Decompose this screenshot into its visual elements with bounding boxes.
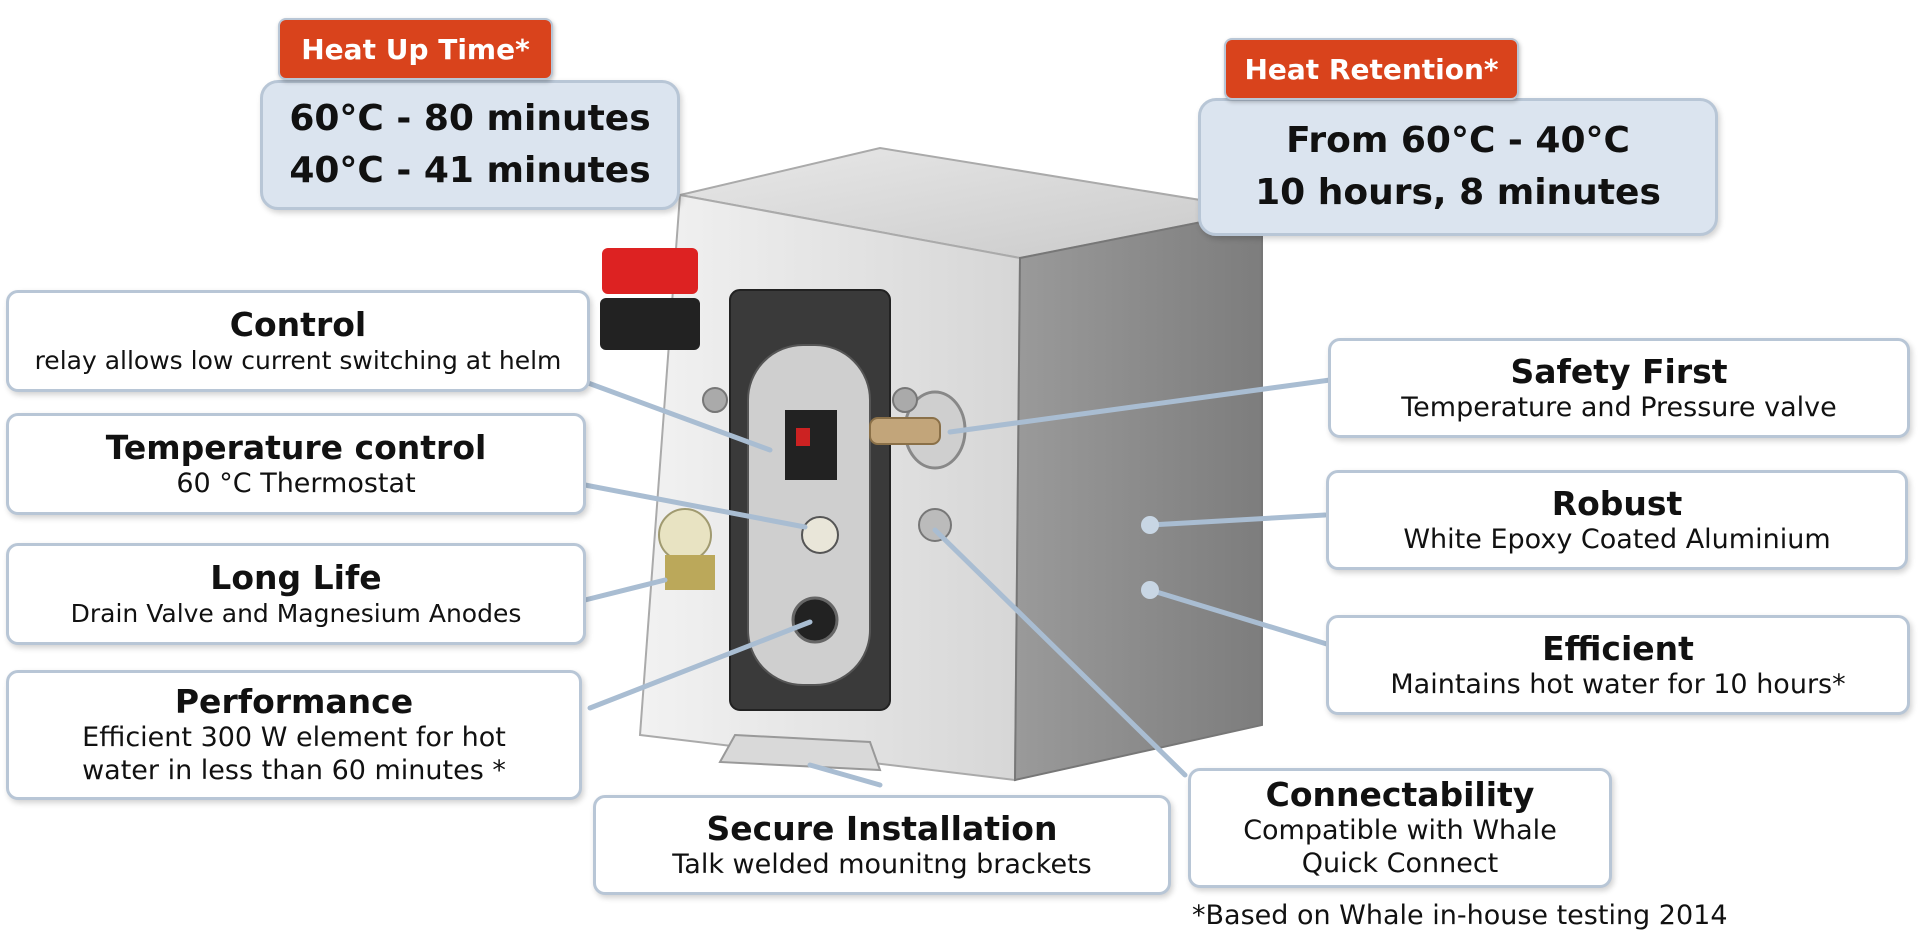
red-terminal (602, 248, 698, 294)
heat-up-line-2: 40°C - 41 minutes (289, 150, 651, 191)
leader-performance (587, 619, 813, 711)
heat-retention-tag: Heat Retention* (1224, 38, 1519, 100)
heat-retention-stat-box: From 60°C - 40°C 10 hours, 8 minutes (1198, 98, 1718, 236)
safety-valve-lever (869, 417, 941, 445)
safety-desc: Temperature and Pressure valve (1401, 391, 1837, 423)
port-right-upper (892, 387, 918, 413)
temperature-desc: 60 °C Thermostat (176, 467, 416, 499)
heater-side (1013, 208, 1263, 782)
relay-box (785, 410, 837, 480)
drain-valve (658, 508, 712, 562)
drain-valve-body (665, 555, 715, 590)
control-desc: relay allows low current switching at he… (34, 345, 562, 375)
control-title: Control (229, 304, 367, 344)
connect-title: Connectability (1265, 775, 1535, 814)
long-life-desc: Drain Valve and Magnesium Anodes (70, 598, 522, 628)
leader-lines (577, 377, 1333, 788)
leader-long-life (582, 577, 668, 603)
efficient-desc: Maintains hot water for 10 hours* (1390, 668, 1846, 700)
leader-robust (1147, 512, 1328, 528)
heat-retention-line-1: From 60°C - 40°C (1286, 120, 1630, 161)
heat-up-stat-box: 60°C - 80 minutes 40°C - 41 minutes (260, 80, 680, 210)
robust-desc: White Epoxy Coated Aluminium (1403, 523, 1831, 555)
callout-long-life: Long Life Drain Valve and Magnesium Anod… (6, 543, 586, 645)
heat-retention-line-2: 10 hours, 8 minutes (1255, 172, 1661, 213)
leader-temperature (582, 482, 808, 530)
leader-connect (932, 527, 1188, 778)
leader-control (577, 377, 773, 453)
connect-desc-2: Quick Connect (1301, 848, 1499, 879)
dot-efficient (1141, 581, 1159, 599)
efficient-title: Efficient (1542, 628, 1694, 668)
callout-temperature: Temperature control 60 °C Thermostat (6, 413, 586, 515)
callout-connectability: Connectability Compatible with Whale Qui… (1188, 768, 1612, 888)
callout-performance: Performance Efficient 300 W element for … (6, 670, 582, 800)
thermostat-knob (801, 516, 839, 554)
relay-indicator (796, 428, 810, 446)
callout-safety-first: Safety First Temperature and Pressure va… (1328, 338, 1910, 438)
port-left-upper (702, 387, 728, 413)
callout-efficient: Efficient Maintains hot water for 10 hou… (1326, 615, 1910, 715)
robust-title: Robust (1551, 483, 1683, 523)
port-connect (918, 508, 952, 542)
leader-safety (947, 377, 1333, 435)
callout-secure-installation: Secure Installation Talk welded mounitng… (593, 795, 1171, 895)
callout-robust: Robust White Epoxy Coated Aluminium (1326, 470, 1908, 570)
safety-title: Safety First (1510, 351, 1728, 391)
leader-dots (1141, 516, 1159, 599)
heat-up-tag: Heat Up Time* (278, 18, 553, 80)
leader-efficient (1147, 587, 1333, 648)
black-terminal (600, 298, 700, 350)
heat-up-line-1: 60°C - 80 minutes (289, 98, 651, 139)
mounting-bracket (718, 733, 882, 772)
performance-title: Performance (174, 682, 414, 721)
leader-secure (807, 762, 883, 788)
long-life-title: Long Life (210, 557, 382, 597)
secure-title: Secure Installation (706, 808, 1058, 848)
performance-desc-2: water in less than 60 minutes * (82, 755, 506, 786)
temperature-title: Temperature control (105, 427, 487, 467)
heating-element-socket (791, 596, 839, 644)
dot-robust (1141, 516, 1159, 534)
footnote: *Based on Whale in-house testing 2014 (1192, 900, 1728, 931)
callout-control: Control relay allows low current switchi… (6, 290, 590, 392)
secure-desc: Talk welded mounitng brackets (672, 848, 1092, 880)
connect-desc-1: Compatible with Whale (1243, 815, 1557, 846)
performance-desc-1: Efficient 300 W element for hot (82, 722, 506, 753)
